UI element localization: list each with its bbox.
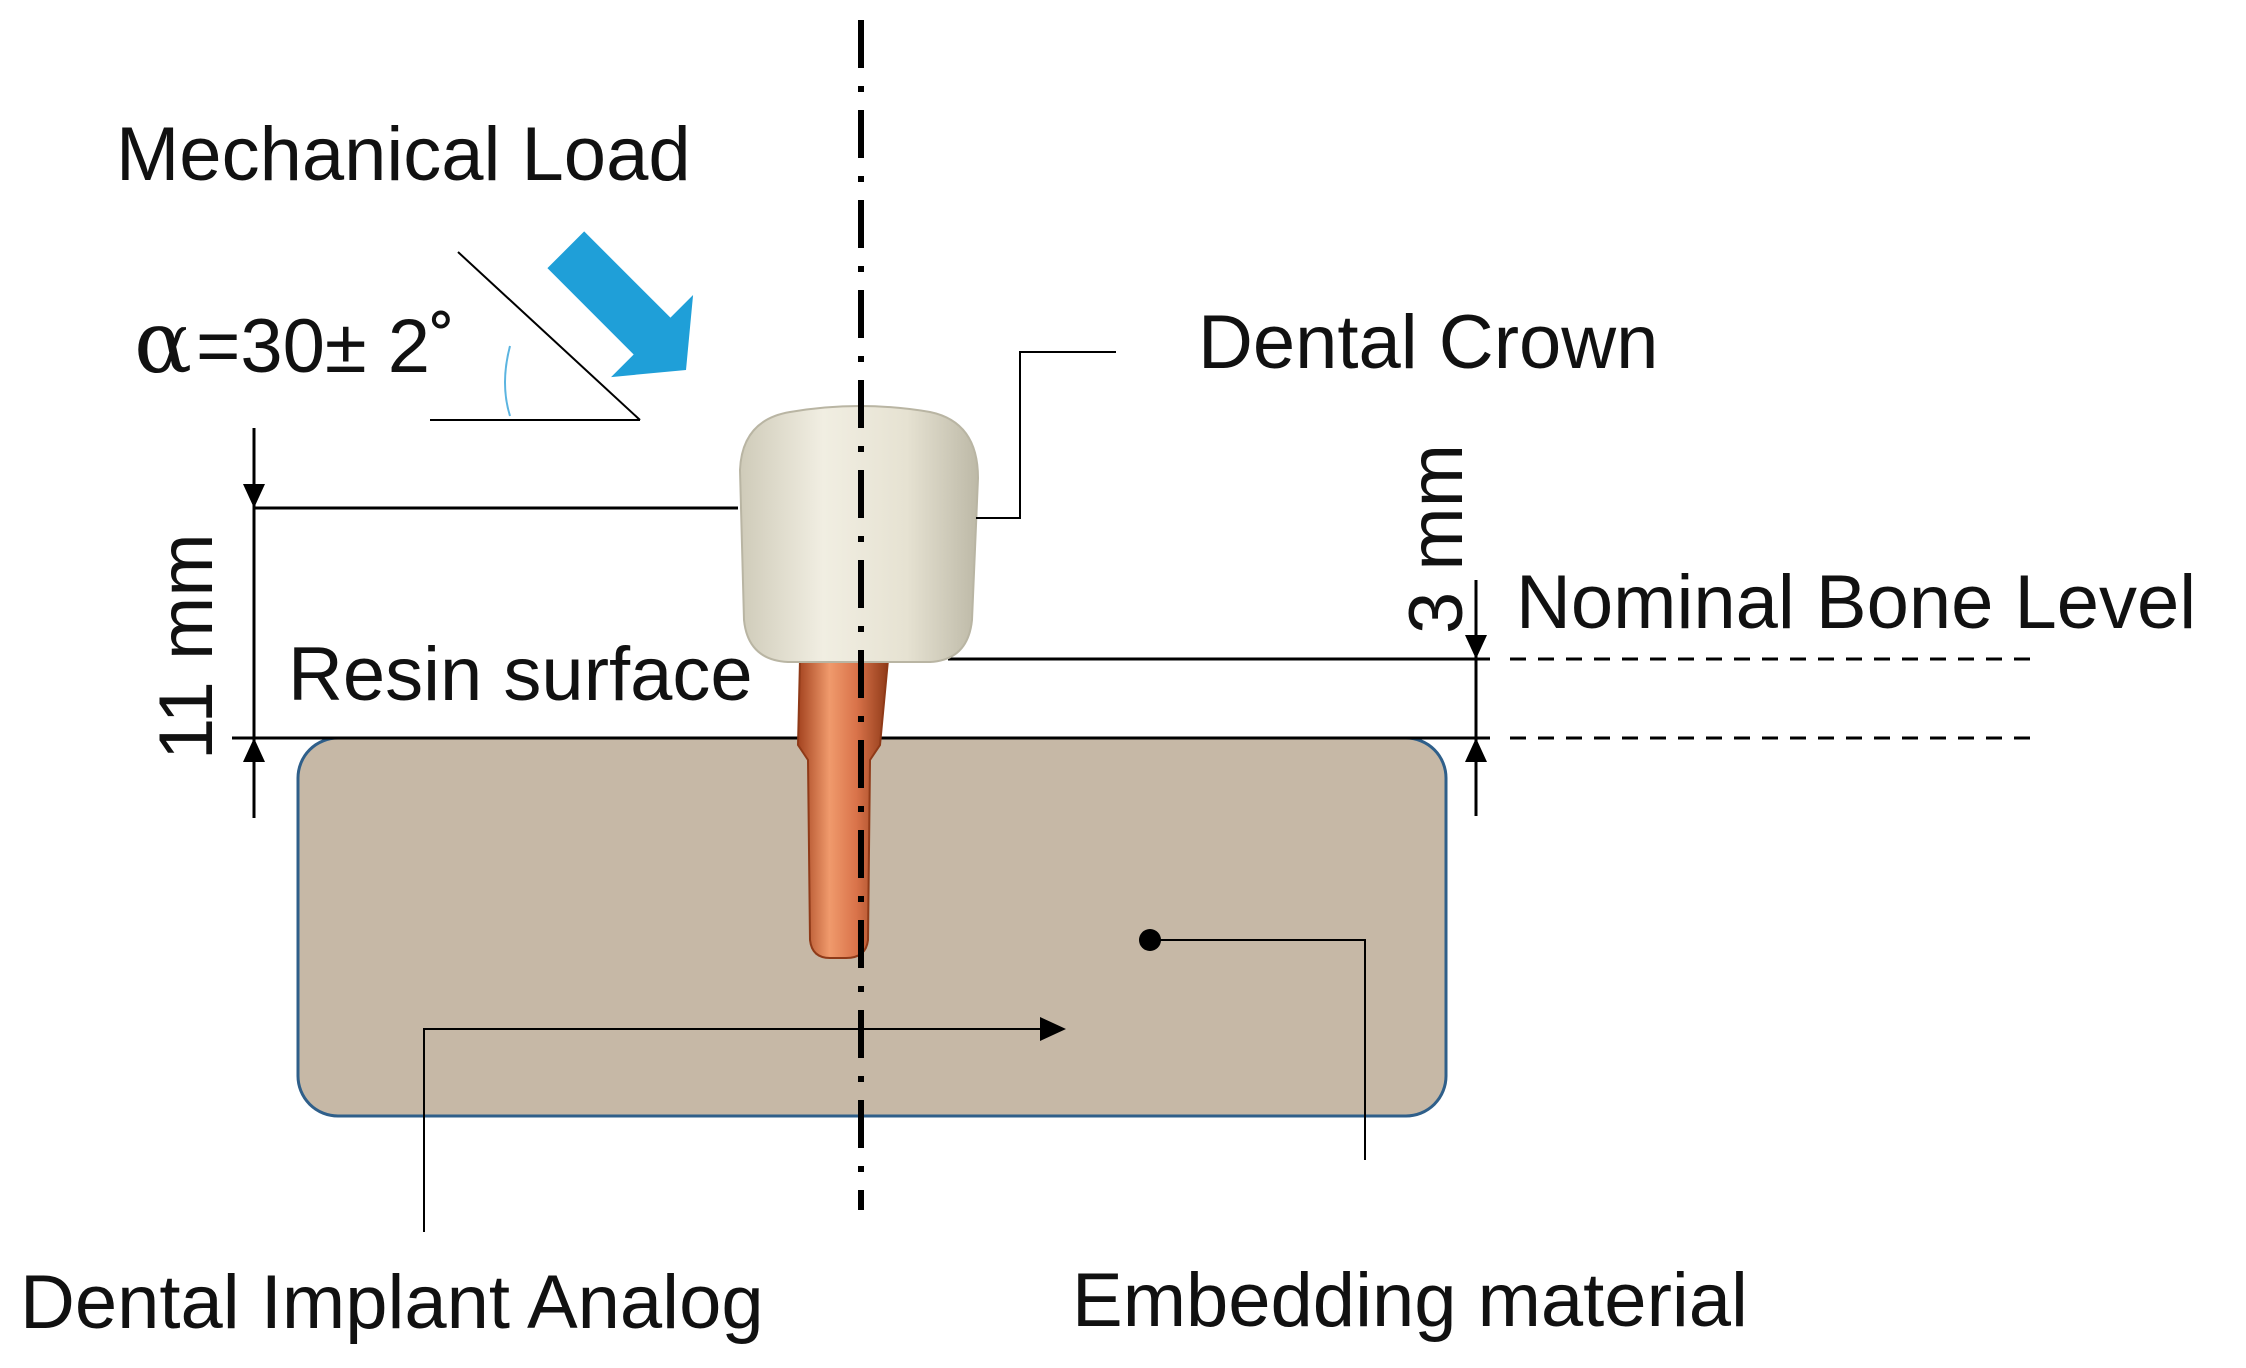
angle-symbol: α [134, 293, 192, 393]
dim-3mm-bottom-arrow [1465, 738, 1487, 762]
embedding-material-leader [1150, 939, 1366, 1160]
angle-value-label: =30± 2˚ [196, 304, 455, 389]
dim-11mm-top-arrow [243, 484, 265, 508]
dim-11mm-bottom-arrow [243, 738, 265, 762]
implant-analog [796, 659, 890, 959]
dim-3mm-label: 3 mm [1394, 444, 1479, 634]
angle-arc [504, 345, 511, 417]
resin-surface-label: Resin surface [288, 632, 753, 717]
embedding-material-block [296, 736, 1448, 1118]
implant-analog-leader [423, 1028, 1040, 1232]
dim-11mm-label: 11 mm [144, 533, 229, 760]
nominal-bone-level-label: Nominal Bone Level [1516, 560, 2196, 645]
mechanical-load-label: Mechanical Load [116, 112, 691, 197]
dental-crown [738, 405, 980, 663]
angle-reference-diagonal [457, 251, 641, 421]
dim-3mm-top-arrow [1465, 635, 1487, 659]
load-arrow-icon [547, 231, 694, 378]
implant-analog-leader-arrow [1040, 1017, 1066, 1041]
embedding-material-label: Embedding material [1072, 1258, 1748, 1343]
dental-implant-analog-label: Dental Implant Analog [20, 1260, 764, 1345]
dental-crown-leader [976, 351, 1116, 519]
dental-crown-label: Dental Crown [1198, 300, 1658, 385]
